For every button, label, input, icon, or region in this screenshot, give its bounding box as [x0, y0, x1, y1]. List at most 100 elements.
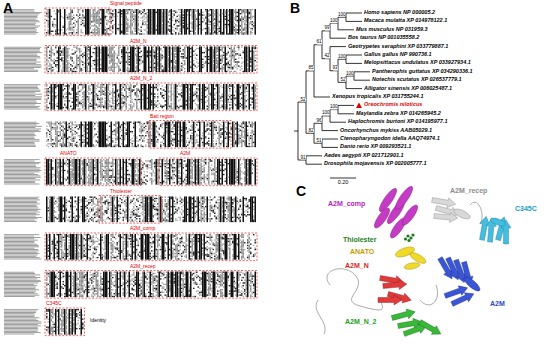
alignment-cell	[118, 51, 120, 52]
alignment-cell	[157, 49, 159, 50]
alignment-cell	[214, 28, 216, 29]
alignment-cell	[241, 12, 243, 13]
alignment-cell	[145, 24, 147, 25]
alignment-cell	[111, 61, 113, 62]
alignment-cell	[127, 68, 129, 69]
alignment-cell	[253, 48, 255, 49]
alignment-cell	[138, 25, 140, 26]
alignment-cell	[247, 51, 249, 52]
alignment-cell	[172, 20, 174, 21]
alignment-cell	[76, 21, 78, 22]
alignment-cell	[94, 9, 96, 10]
alignment-cell	[165, 47, 167, 73]
alignment-cell	[243, 12, 245, 13]
alignment-cell	[46, 16, 48, 17]
alignment-cell	[216, 49, 218, 50]
alignment-cell	[213, 49, 215, 50]
alignment-cell	[216, 51, 218, 52]
alignment-cell	[136, 51, 138, 52]
alignment-cell	[237, 65, 239, 66]
alignment-cell	[99, 31, 101, 32]
alignment-cell	[241, 13, 243, 14]
alignment-cell	[94, 52, 96, 53]
alignment-cell	[61, 29, 63, 30]
alignment-cell	[127, 56, 129, 57]
alignment-cell	[142, 12, 144, 13]
alignment-cell	[174, 51, 176, 52]
alignment-cell	[99, 10, 101, 11]
alignment-cell	[108, 9, 110, 10]
alignment-cell	[81, 68, 83, 69]
alignment-cell	[70, 14, 72, 15]
alignment-cell	[235, 71, 237, 72]
alignment-cell	[184, 61, 186, 62]
alignment-cell	[195, 25, 197, 26]
alignment-cell	[133, 33, 135, 34]
alignment-cell	[4, 17, 38, 18]
alignment-cell	[222, 13, 224, 14]
alignment-cell	[231, 48, 233, 49]
alignment-cell	[78, 12, 80, 13]
alignment-cell	[73, 63, 75, 64]
alignment-cell	[79, 51, 81, 52]
alignment-cell	[184, 64, 186, 65]
alignment-cell	[4, 86, 38, 87]
alignment-cell	[234, 56, 236, 57]
alignment-cell	[70, 23, 72, 24]
alignment-cell	[157, 53, 159, 54]
alignment-cell	[226, 63, 228, 64]
alignment-cell	[225, 27, 227, 28]
alignment-cell	[121, 53, 123, 54]
alignment-cell	[112, 14, 114, 15]
alignment-cell	[46, 108, 48, 109]
alignment-cell	[111, 48, 113, 49]
alignment-cell	[244, 28, 246, 29]
alignment-cell	[69, 32, 71, 33]
alignment-cell	[4, 21, 40, 22]
alignment-cell	[61, 71, 63, 72]
alignment-cell	[63, 33, 65, 34]
alignment-cell	[198, 71, 200, 72]
alignment-cell	[97, 21, 99, 22]
alignment-cell	[147, 14, 149, 15]
alignment-cell	[156, 47, 158, 73]
alignment-cell	[126, 33, 128, 34]
alignment-cell	[153, 64, 155, 65]
alignment-cell	[111, 52, 113, 53]
alignment-cell	[46, 51, 48, 52]
alignment-cell	[220, 68, 222, 69]
alignment-cell	[52, 108, 54, 109]
alignment-cell	[96, 32, 98, 33]
alignment-cell	[171, 60, 173, 61]
alignment-cell	[4, 52, 42, 53]
alignment-cell	[76, 60, 78, 61]
alignment-cell	[66, 51, 68, 52]
alignment-cell	[183, 67, 185, 68]
alignment-cell	[183, 12, 185, 13]
alignment-cell	[175, 28, 177, 29]
alignment-cell	[46, 33, 48, 34]
alignment-cell	[177, 47, 179, 73]
alignment-cell	[70, 29, 72, 30]
alignment-cell	[139, 33, 141, 34]
alignment-cell	[142, 60, 144, 61]
alignment-cell	[157, 65, 159, 66]
alignment-cell	[126, 27, 128, 28]
alignment-cell	[99, 28, 101, 29]
alignment-cell	[126, 28, 128, 29]
alignment-cell	[118, 24, 120, 25]
alignment-cell	[199, 13, 201, 14]
alignment-cell	[201, 9, 203, 35]
alignment-cell	[157, 9, 159, 35]
alignment-cell	[54, 61, 56, 62]
alignment-cell	[66, 61, 68, 62]
alignment-cell	[238, 49, 240, 50]
alignment-cell	[118, 68, 120, 69]
alignment-cell	[213, 68, 215, 69]
alignment-cell	[213, 29, 215, 30]
alignment-cell	[48, 47, 50, 48]
alignment-cell	[63, 63, 65, 64]
alignment-cell	[48, 17, 50, 18]
alignment-cell	[4, 26, 40, 27]
